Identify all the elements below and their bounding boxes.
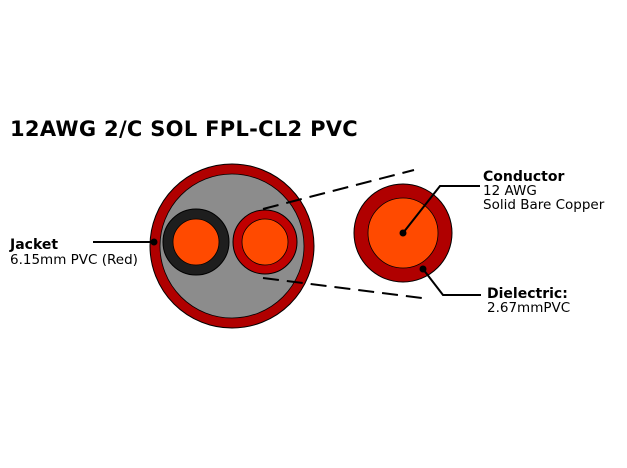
dielectric-leader-dot bbox=[419, 265, 427, 273]
dielectric-label: Dielectric: bbox=[487, 286, 568, 302]
conductor-leader-line bbox=[402, 185, 480, 234]
zoom-line-bottom bbox=[262, 277, 423, 299]
red-conductor-copper bbox=[241, 218, 289, 266]
jacket-label: Jacket bbox=[9, 237, 58, 253]
dielectric-leader-line bbox=[422, 268, 481, 296]
jacket-leader-dot bbox=[150, 238, 158, 246]
dielectric-detail: 2.67mmPVC bbox=[487, 300, 570, 316]
diagram-title: 12AWG 2/C SOL FPL-CL2 PVC bbox=[10, 117, 358, 141]
cable-cross-section bbox=[149, 163, 315, 329]
zoom-line-top bbox=[262, 169, 415, 210]
conductor-material: Solid Bare Copper bbox=[483, 197, 605, 213]
black-conductor-copper bbox=[172, 218, 220, 266]
conductor-label: Conductor bbox=[483, 169, 564, 185]
conductor-gauge: 12 AWG bbox=[483, 183, 537, 199]
conductor-leader-dot bbox=[399, 229, 407, 237]
jacket-detail: 6.15mm PVC (Red) bbox=[10, 252, 138, 268]
